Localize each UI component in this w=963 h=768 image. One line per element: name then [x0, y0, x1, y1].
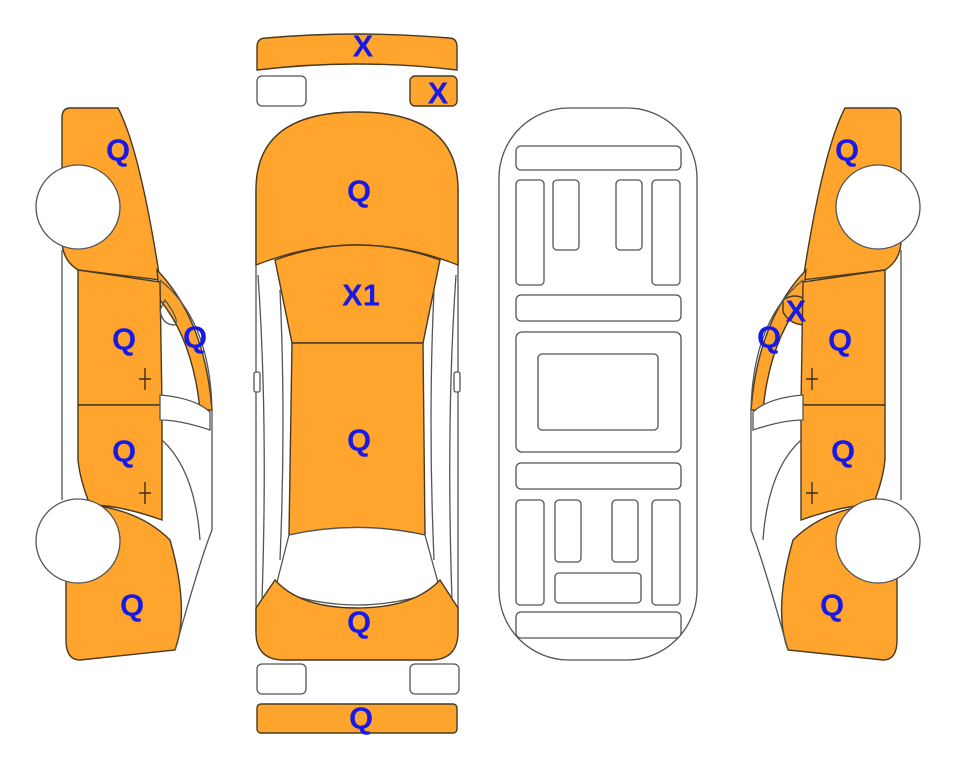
mark-left-rear-door: Q: [112, 434, 136, 469]
mark-roof: Q: [347, 423, 371, 458]
mark-right-a-pillar: Q: [757, 320, 781, 355]
underbody-view: [498, 107, 698, 661]
front-left-lamp-panel[interactable]: [256, 75, 307, 107]
mark-hood: Q: [347, 174, 371, 209]
mark-left-front-door: Q: [112, 322, 136, 357]
mark-trunk: Q: [347, 605, 371, 640]
top-left-mirror: [253, 371, 261, 393]
mark-windshield: X1: [342, 278, 380, 313]
mark-front-right-lamp: X: [428, 76, 449, 111]
top-left-door-line: [279, 289, 284, 561]
mark-left-a-pillar: Q: [183, 320, 207, 355]
mark-left-rear-quarter: Q: [120, 588, 144, 623]
left-rear-wheel: [35, 498, 121, 584]
top-right-door-line: [430, 289, 435, 561]
mark-right-mirror: X: [786, 294, 807, 329]
front-right-lamp-panel[interactable]: [409, 75, 458, 107]
rear-left-lamp-panel[interactable]: [256, 663, 307, 695]
mark-right-front-door: Q: [828, 323, 852, 358]
right-front-wheel: [835, 164, 921, 250]
mark-front-bumper: X: [353, 29, 374, 64]
right-side-view: [750, 107, 921, 661]
trunk-panel[interactable]: [255, 578, 459, 661]
rear-bumper-panel[interactable]: [256, 703, 458, 734]
top-left-side-glass: [257, 274, 265, 601]
right-rear-wheel: [835, 498, 921, 584]
mark-right-rear-quarter: Q: [820, 588, 844, 623]
front-bumper-panel[interactable]: [256, 33, 458, 71]
damage-marks: X X Q X1 Q Q Q Q Q Q Q Q Q X Q Q Q Q: [106, 29, 859, 736]
mark-right-rear-door: Q: [831, 434, 855, 469]
rear-window: [274, 526, 441, 606]
left-side-view: [35, 107, 213, 661]
rear-right-lamp-panel[interactable]: [409, 663, 460, 695]
left-front-wheel: [35, 164, 121, 250]
mark-right-front-fender: Q: [835, 133, 859, 168]
top-right-side-glass: [449, 274, 457, 601]
windshield-panel[interactable]: [274, 244, 441, 344]
mark-rear-bumper: Q: [349, 701, 373, 736]
mark-left-front-fender: Q: [106, 133, 130, 168]
top-view: [253, 33, 461, 734]
top-right-mirror: [453, 371, 461, 393]
